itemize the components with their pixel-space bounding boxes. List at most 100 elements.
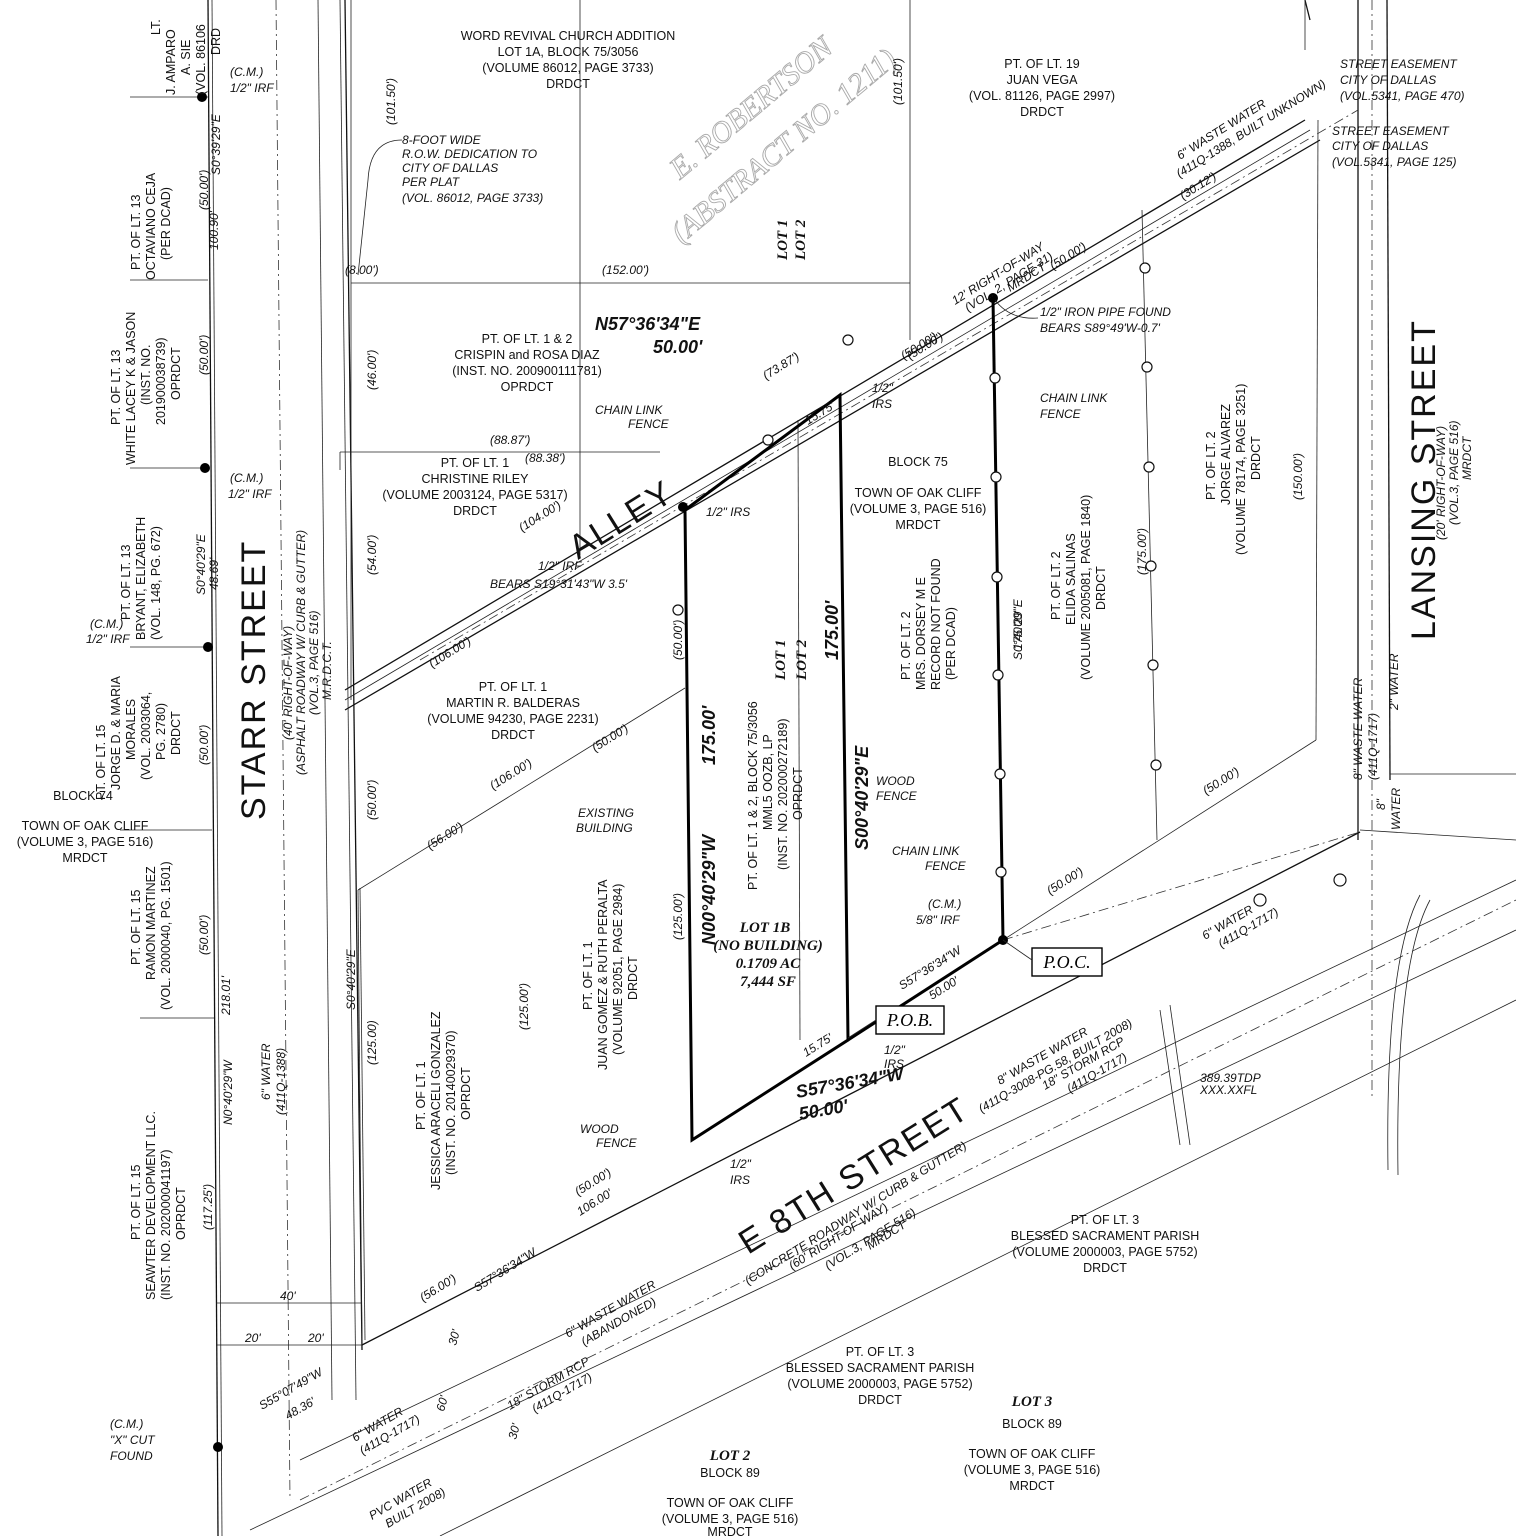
notes-irf_bears-1-text: BEARS S19°31'43"W 3.5'	[490, 577, 628, 591]
parcels-lot3-2-text: TOWN OF OAK CLIFF	[969, 1447, 1096, 1461]
dims-d11725-text: (117.25')	[201, 1184, 215, 1230]
notes-cm_irf1-0-text: (C.M.)	[230, 65, 263, 79]
parcels-amparo-3-text: (VOL. 86106	[194, 24, 208, 95]
dims-d175b-text: 175.00'	[1011, 610, 1025, 650]
notes-iron_pipe-0-text: 1/2" IRON PIPE FOUND	[1040, 305, 1171, 319]
parcels-lot3-1-text: BLOCK 89	[1002, 1417, 1062, 1431]
notes-chain3-0-text: CHAIN LINK	[892, 844, 960, 858]
call-west-dist: 175.00'	[699, 705, 719, 765]
dims-d30b-text: 30'	[445, 1327, 463, 1346]
utility-water-starr: 6" WATER (411Q-1388)	[259, 1043, 288, 1115]
lansing-street-name: LANSING STREET	[1405, 319, 1443, 640]
parcel-lot3: LOT 3 BLOCK 89 TOWN OF OAK CLIFF (VOLUME…	[964, 1394, 1101, 1493]
dims-d46-text: (46.00')	[365, 350, 379, 390]
dims-d88b-text: (88.38')	[525, 451, 565, 465]
parcels-seawter-1-text: SEAWTER DEVELOPMENT LLC.	[144, 1111, 158, 1300]
poc-tag: P.O.C.	[1002, 939, 1103, 977]
notes-existing-0-text: EXISTING	[578, 806, 634, 820]
parcels-mml5-0-text: PT. OF LT. 1 & 2, BLOCK 75/3056	[746, 701, 760, 890]
parcel-block75: BLOCK 75 TOWN OF OAK CLIFF (VOLUME 3, PA…	[850, 455, 987, 532]
parcels-riley-2-text: (VOLUME 2003124, PAGE 5317)	[382, 488, 567, 502]
tdp-note: 389.39TDP XXX.XXFL	[1199, 1071, 1261, 1097]
parcel-church: WORD REVIVAL CHURCH ADDITION LOT 1A, BLO…	[461, 29, 676, 91]
parcels-peralta-1-text: JUAN GOMEZ & RUTH PERALTA	[596, 879, 610, 1070]
parcels-gonzalez-1-text: JESSICA ARACELI GONZALEZ	[429, 1011, 443, 1190]
parcels-martinez-1-text: RAMON MARTINEZ	[144, 866, 158, 980]
dims-d175-text: (175.00')	[1135, 528, 1149, 575]
dims-d8-text: (8.00')	[345, 263, 379, 277]
lansing-ref2: MRDCT	[1460, 435, 1474, 480]
notes-cm_irf3-0-text: (C.M.)	[90, 617, 123, 631]
irs-note-4: 1/2" IRS	[730, 1157, 752, 1187]
parcels-vega-3-text: DRDCT	[1020, 105, 1064, 119]
parcels-morales-4-text: PG. 2780)	[154, 703, 168, 760]
cm-irf-1: (C.M.) 1/2" IRF	[230, 65, 274, 95]
notes-wood1-1-text: FENCE	[876, 789, 918, 803]
cm-irf-2: (C.M.) 1/2" IRF	[228, 471, 272, 501]
utility-water-8th: 6" WATER (411Q-1717)	[1200, 902, 1281, 951]
dims-d20a-text: 20'	[244, 1331, 261, 1345]
notes-cm_x-0-text: (C.M.)	[110, 1417, 143, 1431]
dims-d60-text: 60'	[433, 1393, 451, 1412]
chain-fence-3: CHAIN LINK FENCE	[892, 844, 967, 873]
utility-lansing-water: 2" WATER	[1387, 653, 1401, 711]
parcels-seawter-0-text: PT. OF LT. 15	[129, 1164, 143, 1240]
lot-label-1b: LOT 1	[773, 640, 789, 681]
utility-water-sw: 6" WATER (411Q-1717)	[350, 1404, 423, 1458]
parcels-parish1-0-text: PT. OF LT. 3	[1071, 1213, 1140, 1227]
parcels-balderas-3-text: DRDCT	[491, 728, 535, 742]
notes-cm_x-1-text: "X" CUT	[110, 1433, 156, 1447]
parcels-martinez-0-text: PT. OF LT. 15	[129, 889, 143, 965]
parcels-mml5-2-text: (INST. NO. 202000272189)	[776, 719, 790, 870]
parcel-morales: PT. OF LT. 15 JORGE D. & MARIA MORALES (…	[94, 675, 183, 800]
parcels-white-1-text: WHITE LACEY K & JASON	[124, 312, 138, 465]
parcel-parish2: PT. OF LT. 3 BLESSED SACRAMENT PARISH (V…	[786, 1345, 974, 1407]
parcels-dorsey-2-text: RECORD NOT FOUND	[929, 558, 943, 690]
irs-note-1: 1/2" IRS	[872, 381, 894, 411]
dims-d5000d-text: (50.00')	[197, 915, 211, 955]
parcels-morales-1-text: JORGE D. & MARIA	[109, 675, 123, 790]
dims-d56b-text: (56.00')	[417, 1271, 459, 1304]
lansing-street	[1304, 0, 1516, 1100]
utilities-water_starr-1-text: (411Q-1388)	[274, 1048, 288, 1115]
notes-chain1-0-text: CHAIN LINK	[595, 403, 663, 417]
parcels-lot3-0-text: LOT 3	[1011, 1394, 1053, 1410]
parcel-parish1: PT. OF LT. 3 BLESSED SACRAMENT PARISH (V…	[1011, 1213, 1199, 1275]
parcels-church-2-text: (VOLUME 86012, PAGE 3733)	[482, 61, 653, 75]
parcels-parish2-2-text: (VOLUME 2000003, PAGE 5752)	[787, 1377, 972, 1391]
dims-d125b-text: (125.00')	[517, 983, 531, 1030]
subject-note: (NO BUILDING)	[713, 938, 823, 954]
dims-d30c-text: 30'	[505, 1421, 523, 1440]
notes-cm_irf2-0-text: (C.M.)	[230, 471, 263, 485]
e8th-street	[249, 831, 1516, 1536]
parcels-parish2-3-text: DRDCT	[858, 1393, 902, 1407]
parcels-balderas-1-text: MARTIN R. BALDERAS	[446, 696, 580, 710]
parcels-lot3-4-text: MRDCT	[1009, 1479, 1054, 1493]
parcels-balderas-0-text: PT. OF LT. 1	[479, 680, 548, 694]
parcels-morales-3-text: (VOL. 2003064,	[139, 692, 153, 780]
parcels-martinez-2-text: (VOL. 2000040, PG. 1501)	[159, 861, 173, 1010]
parcels-gonzalez-3-text: OPRDCT	[459, 1067, 473, 1120]
parcels-church-1-text: LOT 1A, BLOCK 75/3056	[498, 45, 639, 59]
dims-s0b-text: S0°40'29"E	[1011, 598, 1025, 660]
dims-d50d-text: (50.00')	[365, 780, 379, 820]
parcels-bryant-1-text: BRYANT, ELIZABETH	[134, 517, 148, 640]
dims-d104-text: (104.00')	[516, 498, 563, 535]
parcels-diaz-3-text: OPRDCT	[501, 380, 554, 394]
parcels-amparo-2-text: A. SIE	[179, 40, 193, 75]
utility-storm-2: 18" STORM RCP (411Q-1717)	[505, 1354, 595, 1415]
utility-lansing-ww: 8" WASTE WATER (411Q-1717)	[1351, 677, 1380, 780]
notes-cm_58-1-text: 5/8" IRF	[916, 913, 960, 927]
dims-d100-text: 100.90'	[207, 210, 221, 250]
parcels-morales-5-text: DRDCT	[169, 711, 183, 755]
parcel-dorsey: PT. OF LT. 2 MRS. DORSEY M E RECORD NOT …	[899, 558, 958, 690]
easement-note-1: STREET EASEMENT CITY OF DALLAS (VOL.5341…	[1340, 57, 1465, 103]
dims-d20b-text: 20'	[307, 1331, 324, 1345]
parcels-dorsey-3-text: (PER DCAD)	[944, 607, 958, 680]
dims-d106b-text: (106.00')	[487, 756, 534, 793]
notes-existing-1-text: BUILDING	[576, 821, 633, 835]
parcel-lot2: LOT 2 BLOCK 89 TOWN OF OAK CLIFF (VOLUME…	[662, 1448, 799, 1536]
parcels-lot2-2-text: TOWN OF OAK CLIFF	[667, 1496, 794, 1510]
parcels-block74-2-text: (VOLUME 3, PAGE 516)	[17, 835, 154, 849]
subject-lot-info: LOT 1B (NO BUILDING) 0.1709 AC 7,444 SF	[713, 920, 823, 990]
